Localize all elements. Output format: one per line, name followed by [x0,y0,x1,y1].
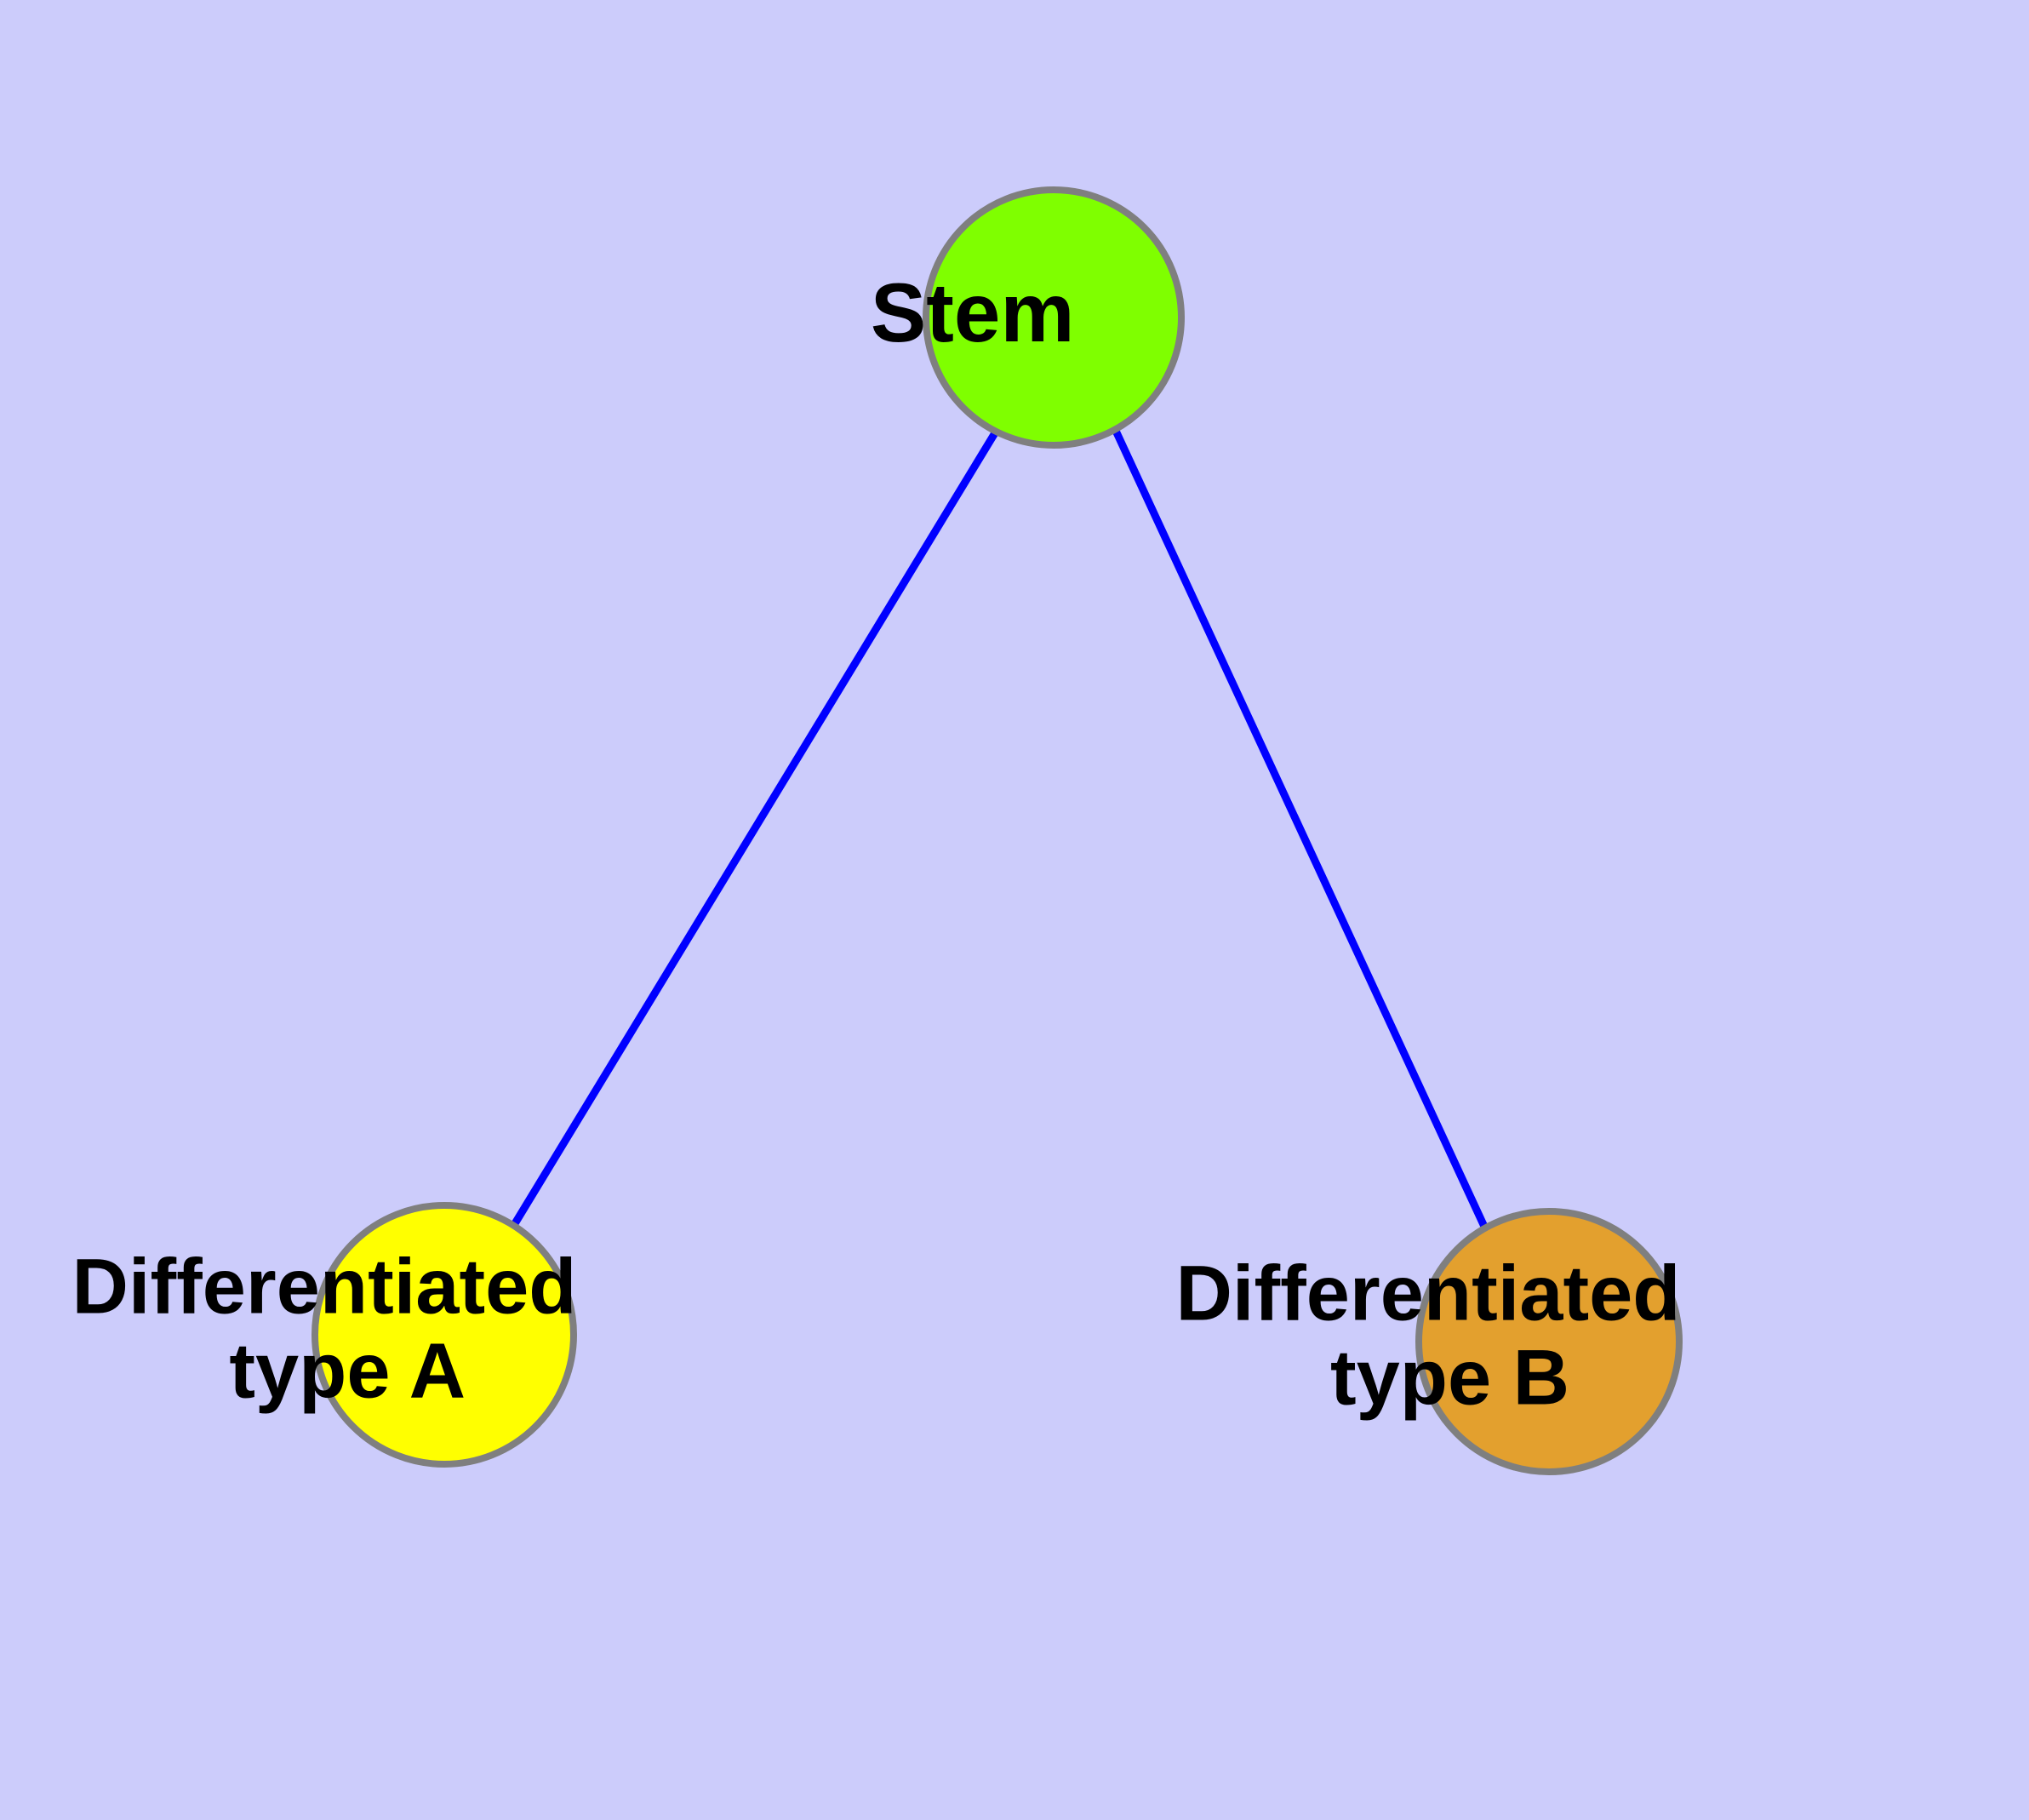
node-label-stem: Stem [0,0,1237,359]
node-circle-stem[interactable] [923,186,1185,449]
edge-stem-to-differentiated-type-a[interactable] [511,429,999,1228]
node-stem[interactable] [923,186,1185,449]
nodes-layer [311,186,1683,1475]
edge-stem-to-differentiated-type-b[interactable] [1112,429,1489,1230]
node-label-differentiated-type-b: Differentiated type B [1175,1251,1680,1422]
node-label-differentiated-type-a-line2: type A [229,1328,464,1415]
node-circle-differentiated-type-a[interactable] [311,1202,577,1468]
node-label-differentiated-type-a-line1: Differentiated [71,1244,576,1331]
node-label-differentiated-type-b-line2: type B [1330,1335,1569,1422]
node-differentiated-type-a[interactable] [311,1202,577,1468]
edges-layer [511,429,1489,1230]
node-differentiated-type-b[interactable] [1415,1208,1683,1475]
node-label-stem-line1: Stem [871,266,1075,359]
node-circle-differentiated-type-b[interactable] [1415,1208,1683,1475]
labels-layer: Stem Differentiated type A Differentiate… [0,0,1680,1422]
node-label-differentiated-type-b-line1: Differentiated [1175,1251,1680,1337]
node-label-differentiated-type-a: Differentiated type A [0,0,773,1415]
